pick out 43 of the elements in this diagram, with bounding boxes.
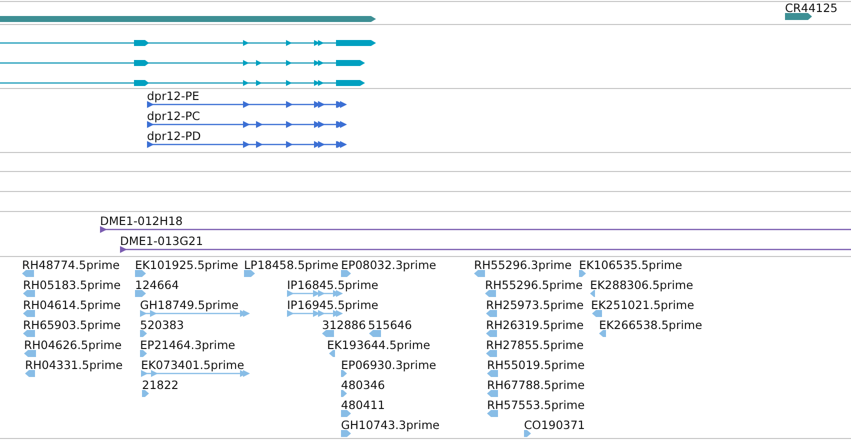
feature-label: IP16945.5prime: [287, 298, 378, 312]
feature-label: RH67788.5prime: [487, 378, 585, 392]
feature-label: LP18458.5prime: [244, 258, 338, 272]
feature-label: CO190371: [524, 418, 585, 432]
feature-label: 520383: [140, 318, 184, 332]
feature-label: RH57553.5prime: [487, 398, 585, 412]
feature-label: 480346: [341, 378, 385, 392]
feature-label: dpr12-PD: [147, 129, 202, 143]
feature-label: 21822: [142, 378, 179, 392]
feature-label: EK193644.5prime: [327, 338, 430, 352]
feature-label: RH05183.5prime: [23, 278, 121, 292]
feature-label: 515646: [368, 318, 412, 332]
feature-label: EP21464.3prime: [140, 338, 236, 352]
feature-label: GH18749.5prime: [140, 298, 240, 312]
feature-label: EK106535.5prime: [579, 258, 682, 272]
feature-label: dpr12-PC: [147, 109, 202, 123]
feature-label: RH48774.5prime: [22, 258, 120, 272]
feature-label: EK101925.5prime: [135, 258, 238, 272]
feature-label: RH26319.5prime: [486, 318, 584, 332]
feature-label: EK073401.5prime: [141, 358, 246, 372]
feature-label: DME1-012H18: [100, 214, 184, 228]
feature-label: RH55296.5prime: [485, 278, 583, 292]
feature-label: RH55296.3prime: [474, 258, 572, 272]
feature-label: CR44125: [785, 1, 838, 15]
feature-label: 480411: [341, 398, 385, 412]
feature-label: RH04614.5prime: [23, 298, 121, 312]
feature-label: EK266538.5prime: [599, 318, 702, 332]
feature-label: RH55019.5prime: [487, 358, 585, 372]
feature-label: 312886: [322, 318, 366, 332]
feature-label: GH10743.3prime: [341, 418, 440, 432]
feature-label: RH04626.5prime: [24, 338, 122, 352]
feature-label: RH65903.5prime: [23, 318, 121, 332]
feature-label: DME1-013G21: [120, 234, 204, 248]
feature-label: dpr12-PE: [147, 89, 200, 103]
feature-label: RH27855.5prime: [486, 338, 584, 352]
feature-label: EP08032.3prime: [341, 258, 436, 272]
feature-label: IP16845.5prime: [287, 278, 378, 292]
feature-label: EP06930.3prime: [341, 358, 436, 372]
feature-label: EK251021.5prime: [591, 298, 694, 312]
feature-label: RH04331.5prime: [25, 358, 123, 372]
feature-label: 124664: [135, 278, 179, 292]
feature-label: RH25973.5prime: [486, 298, 584, 312]
feature-label: EK288306.5prime: [590, 278, 694, 292]
